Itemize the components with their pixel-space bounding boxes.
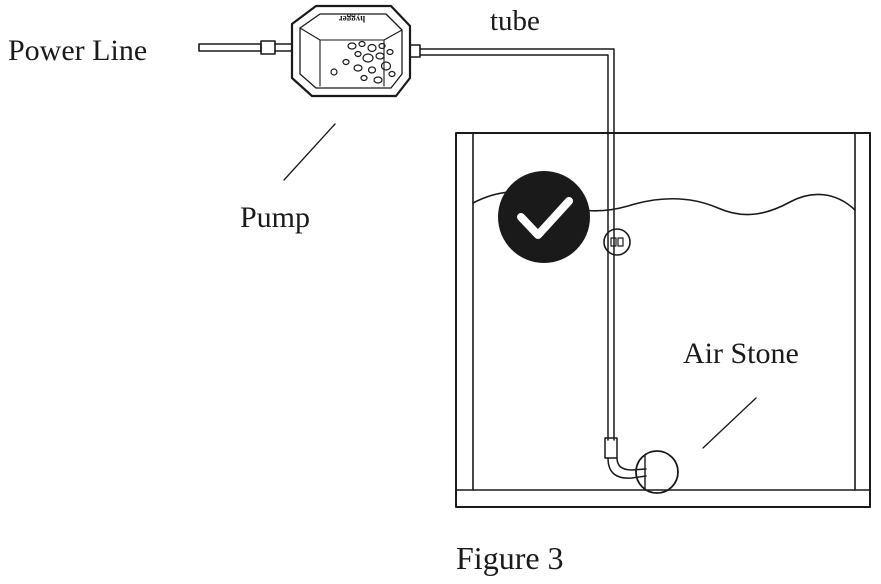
- check-circle-icon: [498, 171, 590, 263]
- air-stone-leader-line: [702, 397, 757, 449]
- power-line-cable: [198, 40, 293, 55]
- pump-label: Pump: [240, 201, 310, 234]
- figure-caption: Figure 3: [456, 540, 564, 576]
- pump-pebble-pattern: [330, 40, 396, 84]
- tube-label: tube: [490, 5, 540, 37]
- aquarium-tank: [455, 132, 871, 508]
- air-stone: [635, 450, 679, 494]
- air-stone-label: Air Stone: [683, 337, 799, 370]
- power-line-label: Power Line: [8, 34, 147, 67]
- pump-leader-line: [283, 123, 336, 181]
- pump-device: hygger: [290, 4, 421, 98]
- pump-brand-text: hygger: [339, 14, 366, 24]
- air-tube: [419, 48, 647, 479]
- check-valve: [603, 228, 631, 256]
